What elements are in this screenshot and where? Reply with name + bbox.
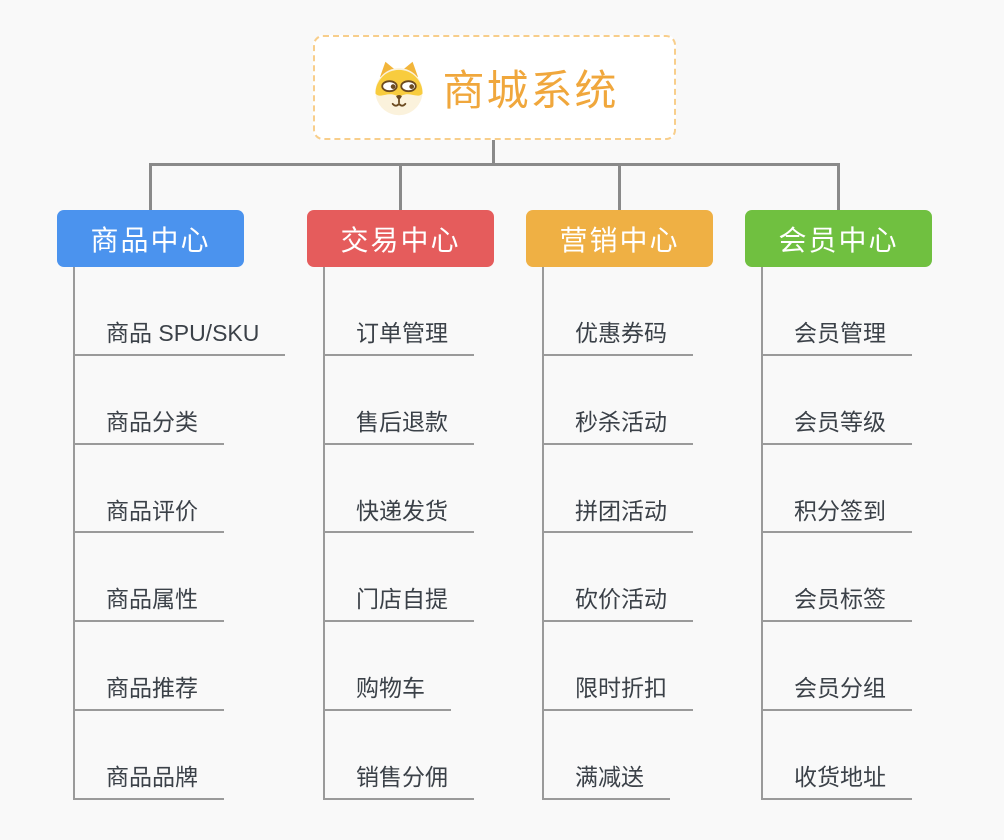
leaf-node[interactable]: 会员标签 xyxy=(761,585,912,623)
leaf-node[interactable]: 商品 SPU/SKU xyxy=(73,319,286,356)
connector-drop-4 xyxy=(837,164,840,210)
leaf-node[interactable]: 商品推荐 xyxy=(73,674,224,711)
connector-root-stub xyxy=(492,140,495,164)
leaf-node[interactable]: 商品分类 xyxy=(73,408,224,445)
branch-items-marketing: 优惠券码 秒杀活动 拼团活动 砍价活动 限时折扣 满减送 xyxy=(542,267,693,800)
leaf-node[interactable]: 收货地址 xyxy=(761,763,912,800)
connector-drop-1 xyxy=(149,164,152,210)
branch-label: 商品中心 xyxy=(90,224,211,256)
leaf-node[interactable]: 门店自提 xyxy=(323,585,474,623)
leaf-node[interactable]: 积分签到 xyxy=(761,497,912,534)
leaf-node[interactable]: 售后退款 xyxy=(323,408,474,445)
leaf-node[interactable]: 销售分佣 xyxy=(323,763,474,800)
branch-node-marketing[interactable]: 营销中心 xyxy=(526,210,713,267)
leaf-node[interactable]: 秒杀活动 xyxy=(542,408,693,445)
leaf-node[interactable]: 会员等级 xyxy=(761,408,912,445)
connector-drop-2 xyxy=(399,164,402,210)
connector-bus xyxy=(149,163,840,166)
leaf-node[interactable]: 订单管理 xyxy=(323,319,474,356)
leaf-node[interactable]: 商品品牌 xyxy=(73,763,224,800)
leaf-node[interactable]: 优惠券码 xyxy=(542,319,693,356)
leaf-node[interactable]: 砍价活动 xyxy=(542,585,693,623)
branch-label: 会员中心 xyxy=(778,224,899,256)
leaf-node[interactable]: 商品评价 xyxy=(73,497,224,534)
dog-logo-icon xyxy=(375,61,424,115)
root-node[interactable]: 商城系统 xyxy=(313,35,676,140)
leaf-node[interactable]: 拼团活动 xyxy=(542,497,693,534)
branch-items-products: 商品 SPU/SKU 商品分类 商品评价 商品属性 商品推荐 商品品牌 xyxy=(73,267,286,800)
leaf-node[interactable]: 商品属性 xyxy=(73,585,224,623)
branch-node-members[interactable]: 会员中心 xyxy=(745,210,932,267)
leaf-node[interactable]: 会员管理 xyxy=(761,319,912,356)
leaf-node[interactable]: 快递发货 xyxy=(323,497,474,534)
leaf-node[interactable]: 满减送 xyxy=(542,763,670,800)
branch-node-trade[interactable]: 交易中心 xyxy=(307,210,494,267)
connector-drop-3 xyxy=(618,164,621,210)
leaf-node[interactable]: 限时折扣 xyxy=(542,674,693,711)
branch-node-products[interactable]: 商品中心 xyxy=(57,210,244,267)
root-title: 商城系统 xyxy=(442,67,619,114)
branch-label: 营销中心 xyxy=(559,224,680,256)
leaf-node[interactable]: 会员分组 xyxy=(761,674,912,711)
branch-label: 交易中心 xyxy=(340,224,461,256)
branch-items-members: 会员管理 会员等级 积分签到 会员标签 会员分组 收货地址 xyxy=(761,267,912,800)
branch-items-trade: 订单管理 售后退款 快递发货 门店自提 购物车 销售分佣 xyxy=(323,267,474,800)
leaf-node[interactable]: 购物车 xyxy=(323,674,451,711)
